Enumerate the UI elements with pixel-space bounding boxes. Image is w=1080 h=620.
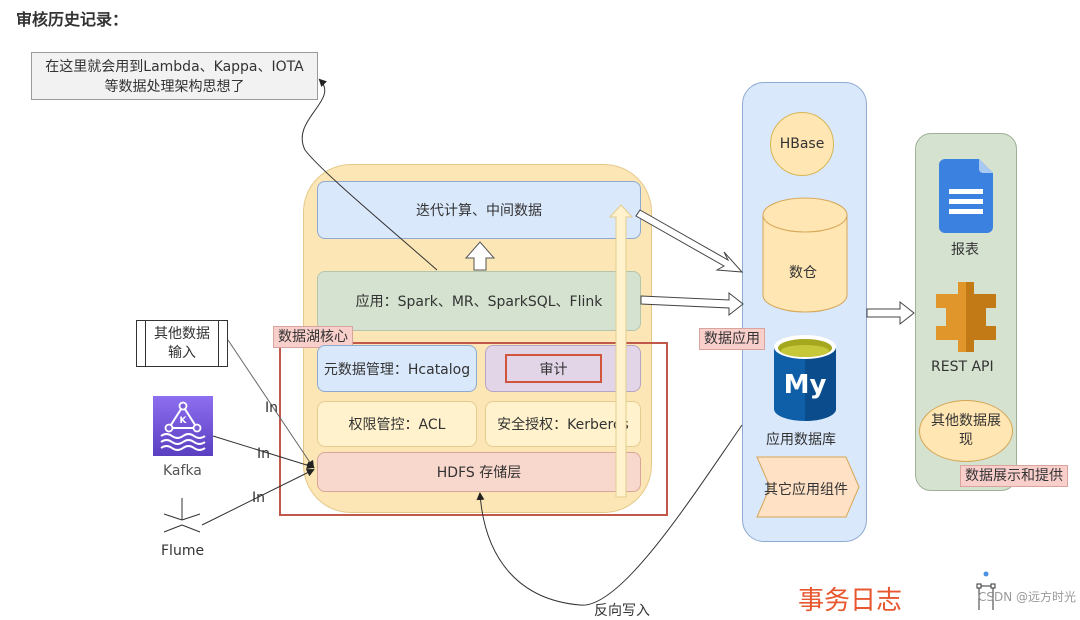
compute-to-apps-panel-arrow [640, 291, 744, 317]
hdfs-to-iter-arrow [608, 204, 634, 498]
note-line-1: 在这里就会用到Lambda、Kappa、IOTA [45, 59, 304, 75]
audit-box[interactable] [485, 345, 641, 392]
report-label: 报表 [951, 242, 979, 258]
other-app-components-label: 其它应用组件 [764, 482, 848, 498]
edge-label-kafka: In [257, 446, 271, 462]
apps-to-presentation-arrow [866, 300, 915, 326]
data-presentation-tag: 数据展示和提供 [960, 465, 1068, 487]
audit-label: 审计 [505, 354, 602, 383]
compute-apps-box[interactable]: 应用：Spark、MR、SparkSQL、Flink [317, 271, 641, 331]
iter-to-apps-panel-arrow [635, 209, 744, 273]
transaction-log-heading: 事务日志 [798, 586, 903, 616]
rest-api-gateway-icon[interactable] [936, 282, 996, 352]
note-line-2: 等数据处理架构思想了 [104, 79, 245, 95]
acl-box[interactable]: 权限管控：ACL [317, 401, 477, 447]
other-presentation-line-1: 其他数据展 [931, 413, 1001, 429]
other-data-input-box[interactable]: 其他数据 输入 [136, 320, 228, 367]
kafka-icon[interactable]: K [153, 396, 213, 456]
svg-text:K: K [180, 416, 188, 426]
edge-label-other-input: In [265, 400, 279, 416]
data-warehouse-label: 数仓 [789, 265, 817, 281]
reverse-write-connector [476, 424, 743, 606]
rest-api-label: REST API [931, 359, 994, 375]
edge-label-flume: In [252, 490, 266, 506]
report-document-icon[interactable] [939, 159, 993, 233]
app-database-label: 应用数据库 [766, 432, 836, 448]
apps-to-iter-arrow [464, 241, 496, 271]
data-lake-core-frame [279, 342, 668, 516]
watermark: CSDN @远方时光 [978, 590, 1077, 604]
data-apps-tag: 数据应用 [699, 328, 765, 350]
data-warehouse-cylinder[interactable] [762, 197, 848, 313]
other-app-components-shape[interactable] [756, 456, 860, 518]
hdfs-storage-box[interactable]: HDFS 存储层 [317, 452, 641, 492]
architecture-note: 在这里就会用到Lambda、Kappa、IOTA 等数据处理架构思想了 [31, 52, 318, 100]
other-presentation-node[interactable]: 其他数据展 现 [919, 400, 1013, 462]
data-lake-core-tag: 数据湖核心 [273, 326, 353, 348]
mysql-glyph: My [784, 370, 827, 400]
other-input-line-1: 其他数据 [154, 325, 210, 342]
hbase-node[interactable]: HBase [770, 112, 834, 176]
metadata-box[interactable]: 元数据管理：Hcatalog [317, 345, 477, 392]
flume-icon[interactable] [162, 498, 202, 538]
mysql-icon[interactable]: My [772, 333, 838, 423]
reverse-write-label: 反向写入 [594, 603, 650, 619]
page-title: 审核历史记录： [16, 10, 129, 29]
iterative-compute-box[interactable]: 迭代计算、中间数据 [317, 181, 641, 239]
other-presentation-line-2: 现 [959, 432, 973, 448]
other-input-line-2: 输入 [168, 344, 196, 361]
kafka-label: Kafka [163, 463, 202, 479]
kerberos-box[interactable]: 安全授权：Kerberos [485, 401, 641, 447]
flume-label: Flume [161, 543, 205, 559]
lambda-arch-connector [301, 78, 438, 271]
